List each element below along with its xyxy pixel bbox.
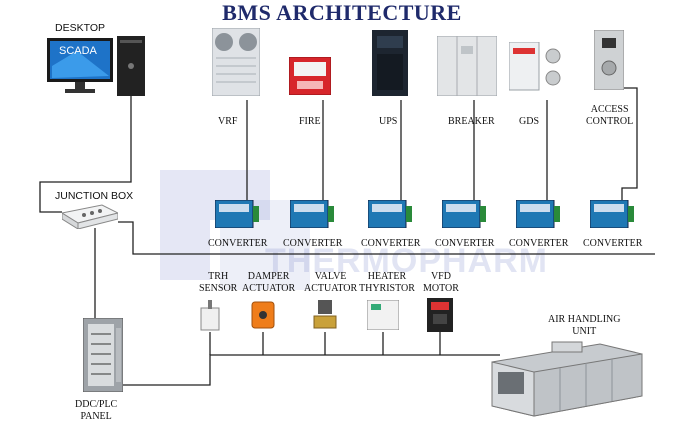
device-label-fire: FIRE xyxy=(299,116,321,127)
sensor-label-damper: DAMPER ACTUATOR xyxy=(242,271,296,294)
damper-icon xyxy=(251,301,275,329)
access-control-device[interactable] xyxy=(594,30,624,90)
converter-2[interactable] xyxy=(290,200,334,228)
converter-icon xyxy=(368,200,412,228)
converter-label-4: CONVERTER xyxy=(435,238,495,249)
sensor-label-trh: TRH SENSOR xyxy=(199,271,238,294)
watermark-text: THERMOPHARM xyxy=(265,242,548,280)
device-label-ups: UPS xyxy=(379,116,398,127)
device-label-gds: GDS xyxy=(519,116,540,127)
converter-1[interactable] xyxy=(215,200,259,228)
gds-detector[interactable] xyxy=(509,42,567,94)
converter-label-5: CONVERTER xyxy=(509,238,569,249)
converter-6[interactable] xyxy=(590,200,634,228)
converter-icon xyxy=(590,200,634,228)
converter-label-6: CONVERTER xyxy=(583,238,643,249)
damper-actuator[interactable] xyxy=(250,298,278,332)
converter-3[interactable] xyxy=(368,200,412,228)
sensor-label-vfd: VFD MOTOR xyxy=(423,271,459,294)
converter-5[interactable] xyxy=(516,200,560,228)
monitor-icon xyxy=(47,36,145,96)
ups-unit[interactable] xyxy=(372,30,408,96)
fire-icon xyxy=(289,57,331,95)
junction-box-label: JUNCTION BOX xyxy=(55,190,134,202)
converter-icon xyxy=(516,200,560,228)
breaker-panel[interactable] xyxy=(437,36,497,96)
diagram-title: BMS ARCHITECTURE xyxy=(222,0,462,25)
vfd-motor[interactable] xyxy=(427,298,453,332)
fire-panel[interactable] xyxy=(289,57,331,95)
converter-4[interactable] xyxy=(442,200,486,228)
converter-label-1: CONVERTER xyxy=(208,238,268,249)
heater-thyristor[interactable] xyxy=(367,300,399,330)
converter-icon xyxy=(290,200,334,228)
screen-text: SCADA xyxy=(59,45,97,57)
valve-icon xyxy=(313,300,337,329)
junction-box[interactable] xyxy=(62,203,118,229)
ahu-icon xyxy=(491,341,643,417)
ahu-label: AIR HANDLING UNIT xyxy=(548,314,621,337)
vfd-icon xyxy=(427,298,453,332)
valve-actuator[interactable] xyxy=(312,300,338,332)
sensor-icon xyxy=(200,300,220,331)
converter-label-2: CONVERTER xyxy=(283,238,343,249)
gds-icon xyxy=(509,42,561,91)
air-handling-unit[interactable] xyxy=(490,338,644,420)
converter-icon xyxy=(442,200,486,228)
breaker-icon xyxy=(437,36,497,96)
sensor-label-heater: HEATER THYRISTOR xyxy=(359,271,415,294)
trh-sensor[interactable] xyxy=(199,300,221,332)
device-label-breaker: BREAKER xyxy=(448,116,495,127)
panel-icon xyxy=(83,318,123,392)
ddc-plc-panel[interactable] xyxy=(83,318,123,392)
converter-icon xyxy=(215,200,259,228)
ups-icon xyxy=(372,30,408,96)
desktop-label: DESKTOP xyxy=(55,22,105,34)
device-label-vrf: VRF xyxy=(218,116,238,127)
thyristor-icon xyxy=(367,300,399,330)
vrf-icon xyxy=(212,28,260,96)
junction-box-icon xyxy=(62,204,118,229)
sensor-label-valve: VALVE ACTUATOR xyxy=(304,271,358,294)
access-icon xyxy=(594,30,624,90)
vrf-unit[interactable] xyxy=(212,28,260,96)
desktop-computer[interactable]: SCADA xyxy=(47,36,147,98)
device-label-access: ACCESS CONTROL xyxy=(586,104,634,127)
converter-label-3: CONVERTER xyxy=(361,238,421,249)
panel-label: DDC/PLC PANEL xyxy=(75,399,118,422)
